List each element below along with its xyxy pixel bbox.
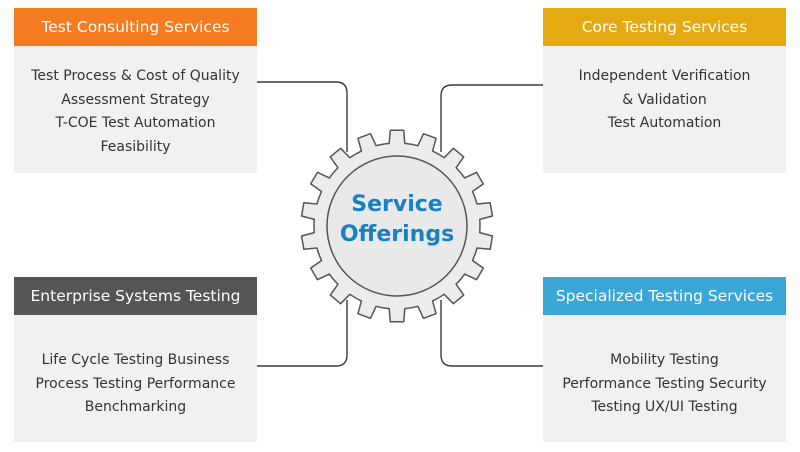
center-label-line1: Service xyxy=(351,192,443,217)
card-line: Benchmarking xyxy=(84,399,187,415)
card-title: Core Testing Services xyxy=(543,8,786,46)
connector-top-right xyxy=(440,84,543,152)
connector-top-left xyxy=(257,81,348,152)
card-core-testing: Core Testing Services Independent Verifi… xyxy=(543,8,786,173)
card-line: Performance Testing Security xyxy=(562,375,767,392)
card-title: Specialized Testing Services xyxy=(543,277,786,315)
card-body: Independent Verification & Validation Te… xyxy=(543,46,786,173)
card-test-consulting: Test Consulting Services Test Process & … xyxy=(14,8,257,173)
card-enterprise-systems: Enterprise Systems Testing Life Cycle Te… xyxy=(14,277,257,442)
connector-bottom-left xyxy=(257,300,348,367)
card-line: Feasibility xyxy=(100,138,171,155)
card-line: Process Testing Performance xyxy=(35,375,236,392)
card-title: Test Consulting Services xyxy=(14,8,257,46)
gear-inner-circle xyxy=(326,155,468,297)
connector-bottom-right xyxy=(440,300,543,367)
card-line: Independent Verification xyxy=(578,68,751,84)
card-body: Mobility Testing Performance Testing Sec… xyxy=(543,315,786,442)
card-line: Mobility Testing xyxy=(610,352,719,368)
center-label: Service Offerings xyxy=(322,190,472,250)
card-line: Test Automation xyxy=(607,115,722,131)
card-body: Life Cycle Testing Business Process Test… xyxy=(14,315,257,442)
card-body: Test Process & Cost of Quality Assessmen… xyxy=(14,46,257,173)
center-label-line2: Offerings xyxy=(339,222,455,247)
card-line: Assessment Strategy xyxy=(61,91,210,108)
card-line: T-COE Test Automation xyxy=(55,115,216,131)
card-line: & Validation xyxy=(622,91,707,108)
card-specialized-testing: Specialized Testing Services Mobility Te… xyxy=(543,277,786,442)
card-line: Testing UX/UI Testing xyxy=(591,399,738,415)
card-line: Life Cycle Testing Business xyxy=(41,352,230,368)
card-title: Enterprise Systems Testing xyxy=(14,277,257,315)
card-line: Test Process & Cost of Quality xyxy=(31,68,240,84)
